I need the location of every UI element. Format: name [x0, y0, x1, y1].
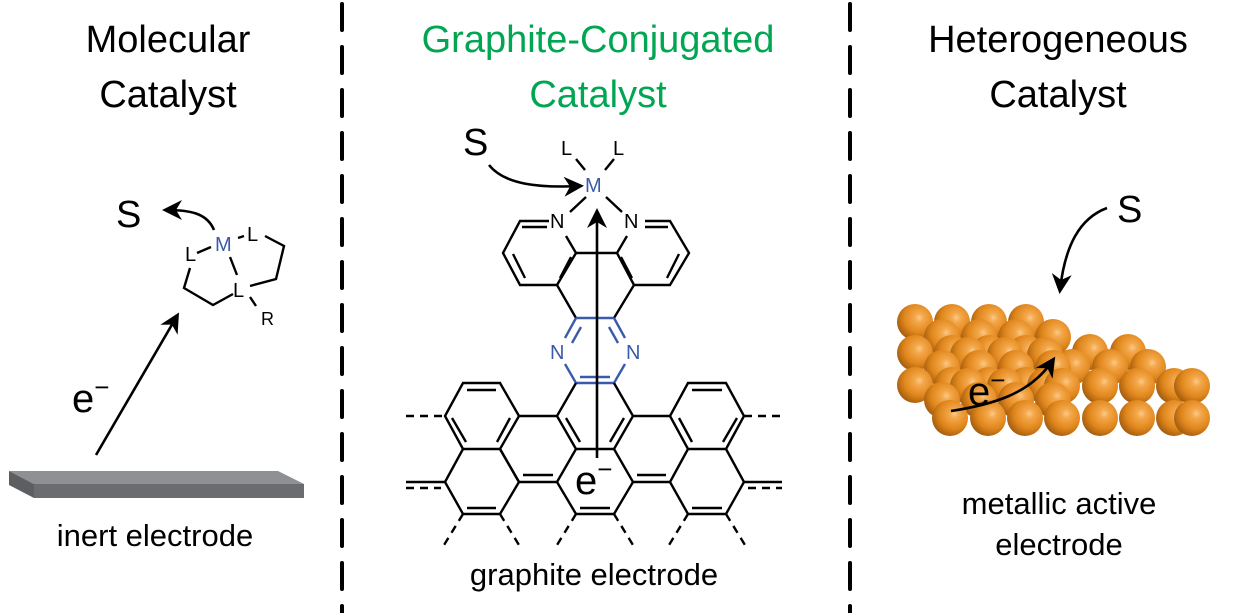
metal-atom-sphere — [1119, 400, 1155, 436]
substrate-adsorption-arrow — [1051, 206, 1108, 294]
ligand-atom: L — [613, 138, 624, 160]
substrate-label: S — [116, 194, 141, 236]
substrate-label: S — [1117, 189, 1142, 231]
metal-atom-sphere — [1082, 368, 1118, 404]
panel-title-line2: Catalyst — [99, 74, 237, 116]
panel-title-line1: Graphite-Conjugated — [422, 19, 775, 61]
metal-atom: M — [585, 175, 602, 197]
panel-graphite-conjugated-catalyst: Graphite-Conjugated Catalyst S M L L N N — [406, 19, 782, 592]
metal-atom-cluster — [897, 304, 1210, 436]
electron-label: e− — [575, 454, 612, 503]
ligand-atom: L — [233, 280, 244, 302]
r-group: R — [261, 309, 274, 329]
inert-electrode-slab — [9, 471, 304, 498]
panel-molecular-catalyst: Molecular Catalyst S M L L L R e− inert … — [9, 19, 304, 553]
metal-atom-sphere — [1044, 400, 1080, 436]
metal-atom-sphere — [970, 400, 1006, 436]
metal-atom-sphere — [897, 335, 933, 371]
nitrogen-atom: N — [624, 211, 638, 233]
electrode-label-line1: metallic active — [962, 486, 1157, 521]
molecular-complex: M L L L R — [182, 224, 286, 329]
panel-title-line2: Catalyst — [529, 74, 667, 116]
panel-title-line1: Molecular — [86, 19, 251, 61]
metal-atom: M — [215, 234, 232, 256]
ligand-atom: L — [185, 244, 196, 266]
ligand-atom: L — [247, 224, 258, 246]
metal-atom-sphere — [897, 304, 933, 340]
panel-heterogeneous-catalyst: Heterogeneous Catalyst S e− metallic act… — [897, 19, 1210, 562]
electrode-label-line2: electrode — [995, 527, 1123, 562]
metal-atom-sphere — [932, 400, 968, 436]
metal-atom-sphere — [1082, 400, 1118, 436]
nitrogen-atom: N — [550, 211, 564, 233]
substrate-binding-arrow — [487, 164, 584, 197]
metal-atom-sphere — [1174, 368, 1210, 404]
nitrogen-atom: N — [550, 342, 564, 364]
metal-atom-sphere — [897, 367, 933, 403]
electron-label: e− — [72, 372, 109, 421]
phenanthroline-ligand — [501, 219, 691, 319]
substrate-label: S — [463, 122, 488, 164]
metal-atom-sphere — [1007, 400, 1043, 436]
panel-title-line2: Catalyst — [989, 74, 1127, 116]
electron-transfer-arrow — [94, 312, 180, 456]
nitrogen-atom: N — [626, 342, 640, 364]
pyrazine-linker: N N — [550, 316, 640, 385]
metal-atom-sphere — [1174, 400, 1210, 436]
ligand-atom: L — [561, 138, 572, 160]
electrode-label: inert electrode — [57, 518, 253, 553]
electrode-label: graphite electrode — [470, 557, 718, 592]
metal-atom-sphere — [1119, 368, 1155, 404]
electron-transfer-arrow — [950, 356, 1056, 413]
substrate-release-arrow — [162, 200, 216, 231]
graphite-lattice — [406, 381, 782, 546]
panel-title-line1: Heterogeneous — [928, 19, 1188, 61]
